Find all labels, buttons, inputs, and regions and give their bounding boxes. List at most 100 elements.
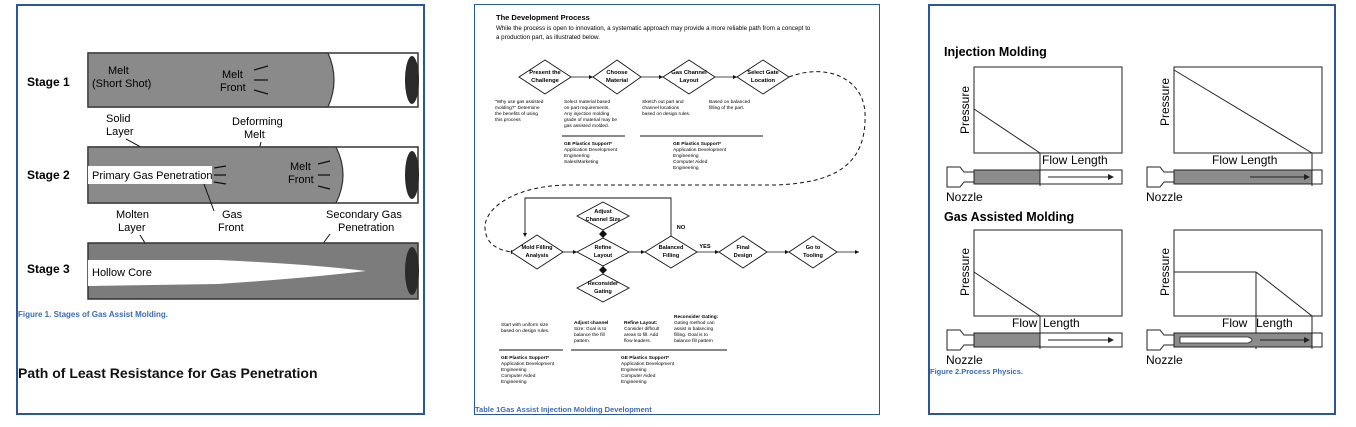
solid-label: Solid [106, 113, 130, 125]
support-br-1: GE Plastics Support* [621, 355, 669, 361]
support-bl-3: Engineering [501, 367, 527, 373]
desc-material-1: Select material based [564, 99, 610, 105]
figure-1-caption: Figure 1. Stages of Gas Assist Molding. [18, 310, 168, 319]
desc-channel-2: channel locations [642, 105, 680, 111]
support-bl-2: Application Development [501, 361, 555, 367]
node-adjust-2: Channel Size [586, 217, 621, 223]
pressure-label-1: Pressure [958, 86, 972, 134]
node-refine-2: Layout [594, 253, 612, 259]
label-no: NO [677, 225, 686, 231]
stage-3-label: Stage 3 [27, 262, 70, 276]
node-refine-1: Refine [594, 245, 611, 251]
top-support: GE Plastics Support* Application Develop… [564, 141, 727, 171]
gas-assisted-title: Gas Assisted Molding [944, 210, 1074, 224]
support-br-2: Application Development [621, 361, 675, 367]
desc-material-4: grade of material may be [564, 117, 617, 123]
support-bl-5: Engineering [501, 379, 527, 385]
node-final-1: Final [736, 245, 749, 251]
top-flow-row: Present the Challenge Choose Material Ga… [518, 59, 790, 95]
lower-support: GE Plastics Support* Application Develop… [501, 355, 675, 385]
flow-length-label-2: Flow Length [1212, 153, 1277, 167]
pressure-label-2: Pressure [1158, 78, 1172, 126]
melt-front2-label-2: Front [288, 174, 314, 186]
desc-adjust-1: Adjust channel [574, 320, 608, 326]
melt-front2-label-1: Melt [290, 161, 311, 173]
primary-gas-label: Primary Gas Penetration [92, 170, 212, 182]
node-mold-1: Mold Filling [521, 245, 553, 251]
injection-short-graph: Pressure Flow Length Nozzle [946, 66, 1123, 204]
desc-reconsider-5: balance fill pattern [674, 338, 713, 344]
nozzle-label-4: Nozzle [1146, 353, 1183, 367]
node-choose-material-2: Material [606, 78, 628, 84]
stage-2-pipe [87, 146, 419, 204]
node-adjust-1: Adjust [594, 209, 612, 215]
desc-present-2: molding?" Determine [495, 105, 540, 111]
secondary-gas-label: Secondary Gas [326, 209, 402, 221]
nozzle-label-2: Nozzle [1146, 190, 1183, 204]
gas-assist-stages-diagram: Stage 1 Stage 2 Stage 3 Melt (Short Shot… [27, 52, 419, 300]
node-reconsider-2: Gating [594, 289, 612, 295]
injection-full-graph: Pressure Flow Length Nozzle [1146, 66, 1323, 204]
gas-front-label: Front [218, 222, 244, 234]
desc-channel-1: Sketch out part and [642, 99, 684, 105]
lower-flow: NO Mold Filling Analysis Adjust Channel … [510, 197, 859, 303]
flow-label-1: Flow [1042, 153, 1068, 167]
support-tr-2: Application Development [673, 147, 727, 153]
length-label-4: Length [1256, 316, 1293, 330]
gas-full-graph: Pressure Flow Length Nozzle [1146, 229, 1323, 367]
melt-front-label-1: Melt [222, 69, 243, 81]
desc-material-3: Any injection molding [564, 111, 610, 117]
process-title: The Development Process [496, 13, 590, 22]
short-shot-label: (Short Shot) [92, 78, 151, 90]
gas-label: Gas [222, 209, 243, 221]
desc-start-1: Start with uniform size [501, 322, 549, 328]
pressure-label-4: Pressure [1158, 248, 1172, 296]
length-label-1: Length [1071, 153, 1108, 167]
support-tl-2: Application Development [564, 147, 618, 153]
desc-reconsider-4: filling. Goal is to [674, 332, 708, 338]
support-br-3: Engineering [621, 367, 647, 373]
process-intro-2: a production part, as illustrated below. [496, 34, 600, 41]
process-intro-1: While the process is open to innovation,… [496, 25, 811, 32]
support-tl-3: Engineering [564, 153, 590, 159]
support-tr-1: GE Plastics Support* [673, 141, 721, 147]
deforming-melt-label: Melt [244, 129, 265, 141]
desc-present-4: this process [495, 117, 521, 123]
stage-3-pipe [87, 242, 419, 300]
support-bl-4: Computer Aided [501, 373, 536, 379]
support-tl-4: Sales/Marketing [564, 159, 599, 165]
figure-2-caption: Figure 2.Process Physics. [930, 367, 1023, 376]
desc-reconsider-3: assist in balancing [674, 326, 714, 332]
desc-refine-1: Refine Layout: [624, 320, 658, 326]
desc-refine-4: flow leaders. [624, 338, 651, 344]
flow-label-3: Flow [1012, 316, 1038, 330]
desc-present-1: "Why use gas assisted [495, 99, 544, 105]
molten-label: Molten [116, 209, 149, 221]
length-label-3: Length [1043, 316, 1080, 330]
melt-label: Melt [108, 65, 129, 77]
desc-channel-3: based on design rules. [642, 111, 690, 117]
path-of-least-resistance-heading: Path of Least Resistance for Gas Penetra… [18, 365, 318, 381]
node-tooling-2: Tooling [803, 253, 823, 259]
desc-reconsider-2: Gating method can [674, 320, 715, 326]
node-present-challenge-1: Present the [529, 70, 561, 76]
support-tr-4: Computer Aided [673, 159, 708, 165]
nozzle-label-1: Nozzle [946, 190, 983, 204]
molten-layer-label: Layer [118, 222, 146, 234]
stage-1-label: Stage 1 [27, 75, 70, 89]
flow-label-4: Flow [1222, 316, 1248, 330]
node-select-gate-1: Select Gate [747, 70, 779, 76]
table-1-caption: Table 1Gas Assist Injection Molding Deve… [475, 405, 652, 414]
label-yes: YES [699, 244, 710, 250]
development-process-panel: The Development Process While the proces… [474, 4, 880, 415]
desc-reconsider-1: Reconsider Gating: [674, 314, 719, 320]
deforming-label: Deforming [232, 116, 283, 128]
top-descriptions: "Why use gas assisted molding?" Determin… [495, 99, 750, 129]
gas-assist-stages-panel: Stage 1 Stage 2 Stage 3 Melt (Short Shot… [16, 4, 425, 415]
node-gas-channel-2: Layout [679, 78, 698, 84]
node-present-challenge-2: Challenge [531, 78, 559, 84]
process-physics-diagram: Injection Molding Gas Assisted Molding P… [944, 45, 1323, 367]
desc-material-2: on part requirements. [564, 105, 610, 111]
support-tl-1: GE Plastics Support* [564, 141, 612, 147]
node-choose-material-1: Choose [606, 70, 628, 76]
